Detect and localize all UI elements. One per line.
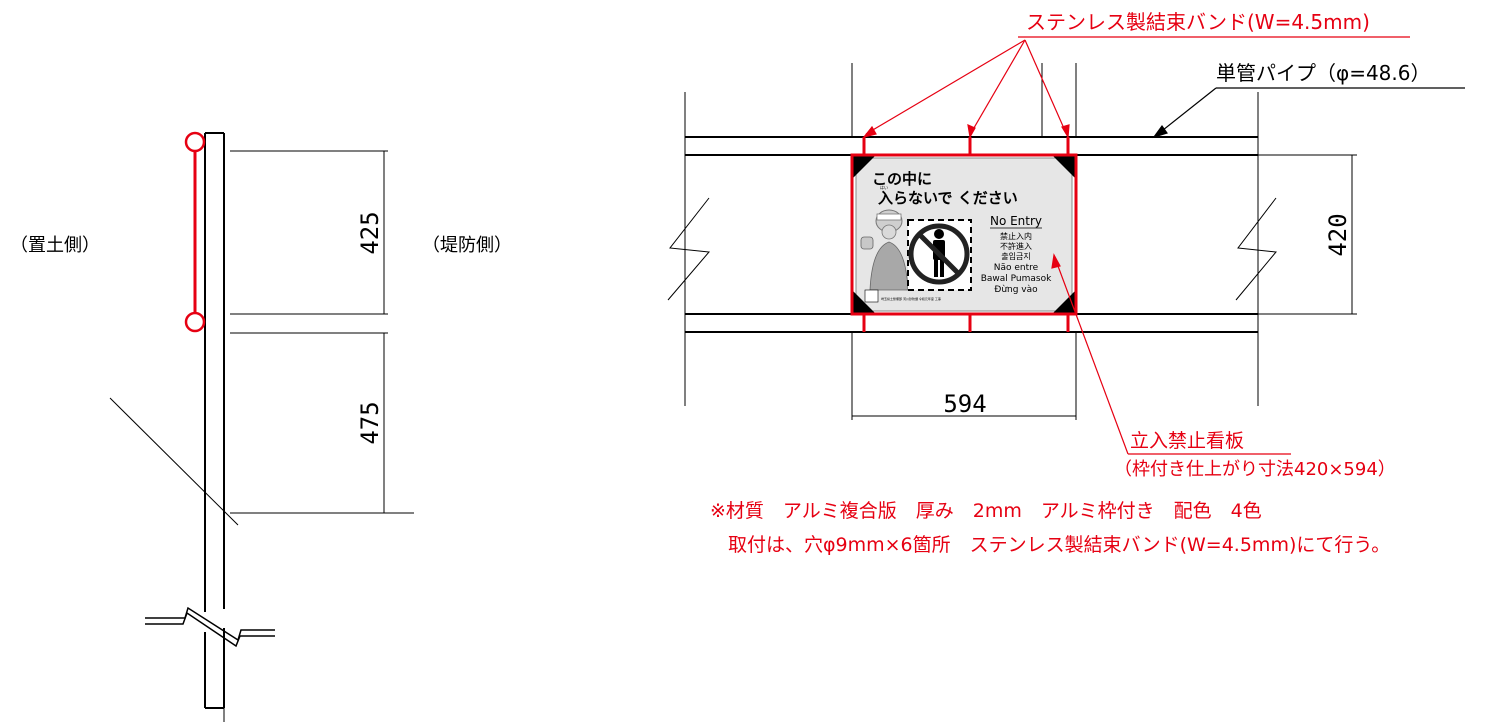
sign-line-1: 禁止入内 [1000, 231, 1032, 241]
no-entry-prohibition-icon [908, 223, 970, 285]
dim-420-lines [1076, 154, 1357, 315]
sign-callout [1051, 253, 1291, 455]
band-callout-label: ステンレス製結束バンド(W=4.5mm) [1026, 10, 1370, 34]
band-callout [862, 36, 1410, 139]
dim-420: 420 [1324, 213, 1352, 256]
binding-bands [862, 137, 1070, 332]
sign-english: No Entry [990, 214, 1042, 228]
sign-footer: 埼玉県土整備部 河川砂防課 令和元年度 工事 [881, 296, 941, 301]
sign-logo [864, 289, 879, 303]
sign-line-4: Não entre [994, 263, 1039, 273]
sign-line-6: Đừng vào [994, 285, 1038, 295]
sign-ruby: はい [880, 185, 888, 190]
pipe-callout [1152, 87, 1465, 139]
sign-line-3: 출입금지 [1001, 251, 1030, 261]
sign-callout-sub: （枠付き仕上がり寸法420×594） [1114, 459, 1396, 480]
sign-line-2: 不許進入 [1000, 241, 1032, 251]
sign-title-line1: この中に [872, 170, 932, 188]
no-entry-sign: この中に はい 入らないで ください No En [852, 155, 1076, 314]
side-extension-lines [230, 150, 414, 514]
side-pipe [204, 132, 225, 722]
ground-break-symbol [145, 606, 275, 648]
front-view: 420 594 単管パイプ（φ=48.6） この中に はい 入らないで ください [667, 10, 1465, 480]
label-levee-side: （堤防側） [422, 235, 512, 256]
worker-icon [860, 209, 909, 291]
label-fill-side: （置土側） [10, 235, 100, 256]
sign-callout-title: 立入禁止看板 [1130, 430, 1244, 452]
dim-475: 475 [356, 401, 384, 444]
sign-line-5: Bawal Pumasok [981, 274, 1052, 284]
front-break-symbols [667, 197, 1277, 301]
note-line-2: 取付は、穴φ9mm×6箇所 ステンレス製結束バンド(W=4.5mm)にて行う。 [728, 534, 1390, 556]
pipe-callout-label: 単管パイプ（φ=48.6） [1216, 61, 1430, 85]
dim-425: 425 [356, 211, 384, 254]
corner-mark-tr [1053, 156, 1075, 178]
sign-title-line2: 入らないで ください [878, 189, 1018, 207]
material-notes: ※材質 アルミ複合版 厚み 2mm アルミ枠付き 配色 4色 取付は、穴φ9mm… [710, 500, 1390, 556]
side-sign [184, 131, 206, 333]
dim-594: 594 [943, 390, 986, 418]
side-view: 425 475 （置土側） （堤防側） [10, 131, 512, 722]
slope-line [109, 397, 239, 526]
sign-red-frame [850, 153, 1078, 316]
front-reference-lines [684, 63, 1259, 420]
corner-mark-bl [853, 291, 875, 313]
corner-mark-tl [853, 156, 875, 178]
note-line-1: ※材質 アルミ複合版 厚み 2mm アルミ枠付き 配色 4色 [710, 500, 1262, 522]
